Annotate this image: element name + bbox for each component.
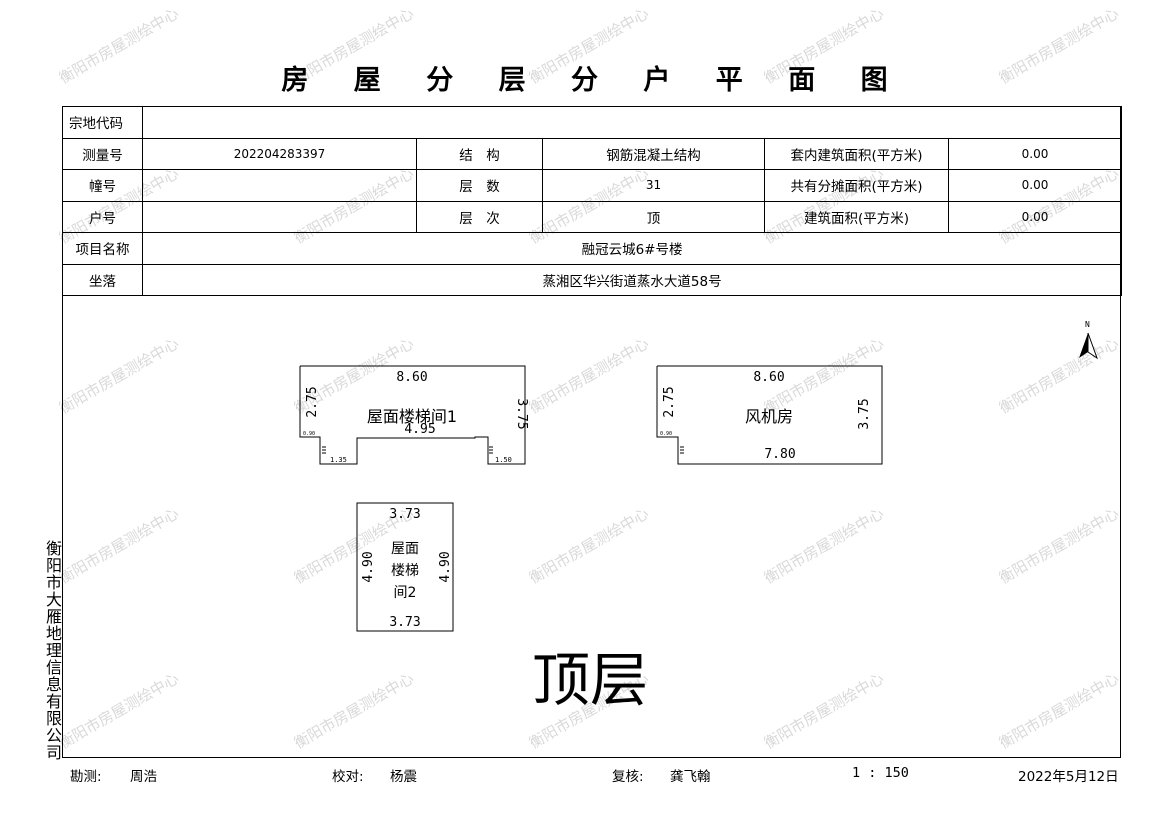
stair1-inner-dim: 4.95 xyxy=(404,422,435,437)
project-label: 项目名称 xyxy=(62,232,143,265)
row-project: 项目名称 融冠云城6#号楼 xyxy=(62,232,1123,265)
stair1-small-left-dim: 0.90 xyxy=(303,431,315,437)
surveyor-name: 周浩 xyxy=(130,769,157,785)
stair2-name-line1: 屋面 xyxy=(391,541,419,557)
stair1-step-right-dim: 1.50 xyxy=(495,456,512,464)
info-table: 宗地代码 测量号 202204283397 结 构 钢筋混凝土结构 套内建筑面积… xyxy=(62,106,1123,296)
stair2-left-dim: 4.90 xyxy=(361,551,376,582)
building-no-value xyxy=(142,169,417,202)
company-name: 衡阳市大雁地理信息有限公司 xyxy=(43,540,62,761)
survey-no-label: 测量号 xyxy=(62,137,143,170)
fan-small-left-dim: 0.90 xyxy=(660,431,672,437)
structure-label: 结 构 xyxy=(416,137,543,170)
row-location: 坐落 蒸湘区华兴街道蒸水大道58号 xyxy=(62,263,1123,296)
room-fan: 8.60 2.75 3.75 7.80 风机房 0.90 xyxy=(656,365,883,465)
scale: 1 : 150 xyxy=(852,765,909,781)
project-value: 融冠云城6#号楼 xyxy=(141,232,1123,265)
unit-no-label: 户号 xyxy=(62,200,143,233)
location-value: 蒸湘区华兴街道蒸水大道58号 xyxy=(141,263,1123,296)
stair2-bottom-dim: 3.73 xyxy=(389,615,420,630)
fan-name: 风机房 xyxy=(745,407,793,426)
room-stair-2: 3.73 3.73 4.90 4.90 屋面 楼梯 间2 xyxy=(356,502,454,632)
stair2-top-dim: 3.73 xyxy=(389,507,420,522)
shared-area-value: 0.00 xyxy=(947,169,1123,202)
stair1-right-dim: 3.75 xyxy=(514,398,529,429)
date: 2022年5月12日 xyxy=(1018,769,1119,785)
floor-label: 顶层 xyxy=(532,646,648,714)
fan-left-dim: 2.75 xyxy=(662,386,677,417)
inner-area-value: 0.00 xyxy=(947,137,1123,170)
north-label: N xyxy=(1085,320,1090,329)
stair2-right-dim: 4.90 xyxy=(438,551,453,582)
north-arrow-icon: N xyxy=(1079,320,1098,360)
reviewer-name: 龚飞翰 xyxy=(670,769,711,785)
page-title: 房 屋 分 层 分 户 平 面 图 xyxy=(281,65,906,96)
row-building: 幢号 层 数 31 共有分摊面积(平方米) 0.00 xyxy=(62,169,1123,202)
stair1-name: 屋面楼梯间1 xyxy=(367,407,457,426)
shared-area-label: 共有分摊面积(平方米) xyxy=(764,169,949,202)
checker-name: 杨震 xyxy=(390,769,417,785)
fan-top-dim: 8.60 xyxy=(753,370,784,385)
fan-right-dim: 3.75 xyxy=(857,398,872,429)
stair1-step-left-dim: 1.35 xyxy=(330,456,347,464)
row-unit: 户号 层 次 顶 建筑面积(平方米) 0.00 xyxy=(62,200,1123,233)
fan-bottom-dim: 7.80 xyxy=(764,447,795,462)
row-survey: 测量号 202204283397 结 构 钢筋混凝土结构 套内建筑面积(平方米)… xyxy=(62,137,1123,170)
inner-area-label: 套内建筑面积(平方米) xyxy=(764,137,949,170)
stair2-name-line3: 间2 xyxy=(394,585,417,601)
building-area-value: 0.00 xyxy=(947,200,1123,233)
building-no-label: 幢号 xyxy=(62,169,143,202)
surveyor-label: 勘测: xyxy=(70,769,102,785)
room-stair-1: 8.60 2.75 3.75 4.95 屋面楼梯间1 0.90 1.35 1.5… xyxy=(299,365,529,465)
stair1-left-dim: 2.75 xyxy=(305,386,320,417)
reviewer-label: 复核: xyxy=(612,769,644,785)
location-label: 坐落 xyxy=(62,263,143,296)
floors-value: 31 xyxy=(542,169,765,202)
checker-label: 校对: xyxy=(332,769,364,785)
stair2-name-line2: 楼梯 xyxy=(391,563,419,579)
stair1-top-dim: 8.60 xyxy=(396,370,427,385)
